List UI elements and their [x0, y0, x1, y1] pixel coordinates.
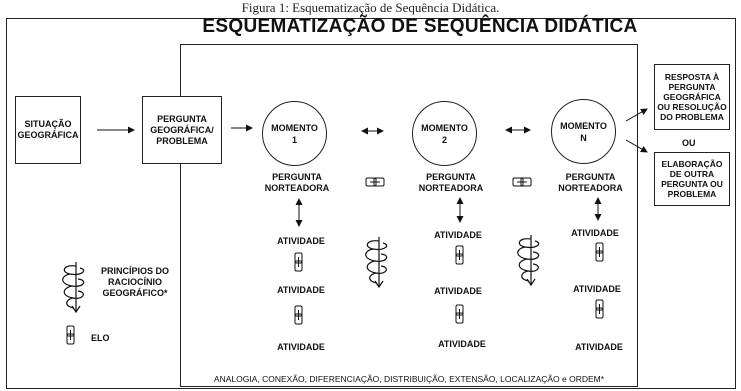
momento-2-number: 2 [441, 134, 447, 145]
atividade-1c: ATIVIDADE [277, 342, 325, 352]
legend-elo-label: ELO [91, 333, 110, 343]
spiral-icon [365, 236, 388, 288]
arrow-to-elaboracao [625, 139, 648, 153]
chain-link-icon [294, 305, 303, 325]
chain-link-icon-horizontal-1 [365, 177, 385, 187]
pergunta-norteadora-1: PERGUNTA NORTEADORA [264, 172, 330, 193]
atividade-nb: ATIVIDADE [573, 284, 621, 294]
atividade-na: ATIVIDADE [571, 228, 619, 238]
footnote-principles: ANALOGIA, CONEXÃO, DIFERENCIAÇÃO, DISTRI… [213, 374, 605, 384]
legend-principios-label: PRINCÍPIOS DO RACIOCÍNIO GEOGRÁFICO* [100, 266, 169, 298]
chain-link-icon [455, 304, 464, 324]
atividade-2c: ATIVIDADE [438, 339, 486, 349]
momento-1-label: MOMENTO [271, 122, 318, 133]
chain-link-icon-horizontal-2 [512, 177, 532, 187]
elaboracao-box: ELABORAÇÃO DE OUTRA PERGUNTA OU PROBLEMA [654, 152, 730, 206]
inner-frame [180, 44, 638, 387]
arrow-to-resposta [625, 108, 648, 122]
momento-2-label: MOMENTO [421, 122, 468, 133]
atividade-nc: ATIVIDADE [575, 342, 623, 352]
situacao-geografica-box: SITUAÇÃO GEOGRÁFICA [15, 96, 81, 164]
legend-spiral-icon [62, 261, 85, 313]
atividade-1b: ATIVIDADE [277, 285, 325, 295]
chain-link-icon [294, 252, 303, 272]
chain-link-icon [595, 242, 604, 262]
chain-link-icon [455, 245, 464, 265]
chain-link-icon [595, 299, 604, 319]
atividade-1a: ATIVIDADE [277, 236, 325, 246]
momento-n-number: N [580, 132, 587, 143]
atividade-2a: ATIVIDADE [434, 230, 482, 240]
momento-n-label: MOMENTO [560, 120, 607, 131]
pergunta-problema-box: PERGUNTA GEOGRÁFICA/ PROBLEMA [142, 96, 222, 164]
pergunta-norteadora-2: PERGUNTA NORTEADORA [418, 172, 484, 193]
atividade-2b: ATIVIDADE [434, 286, 482, 296]
legend-link-icon [66, 325, 75, 345]
pergunta-norteadora-n: PERGUNTA NORTEADORA [558, 172, 623, 193]
outer-frame [6, 18, 736, 389]
resposta-box: RESPOSTA À PERGUNTA GEOGRÁFICA OU RESOLU… [654, 64, 730, 130]
spiral-icon [517, 234, 540, 286]
diagram-title: ESQUEMATIZAÇÃO DE SEQUÊNCIA DIDÁTICA [202, 16, 638, 37]
momento-1-number: 1 [291, 134, 297, 145]
ou-label: OU [682, 138, 696, 148]
figure-caption: Figura 1: Esquematização de Sequência Di… [241, 0, 500, 15]
